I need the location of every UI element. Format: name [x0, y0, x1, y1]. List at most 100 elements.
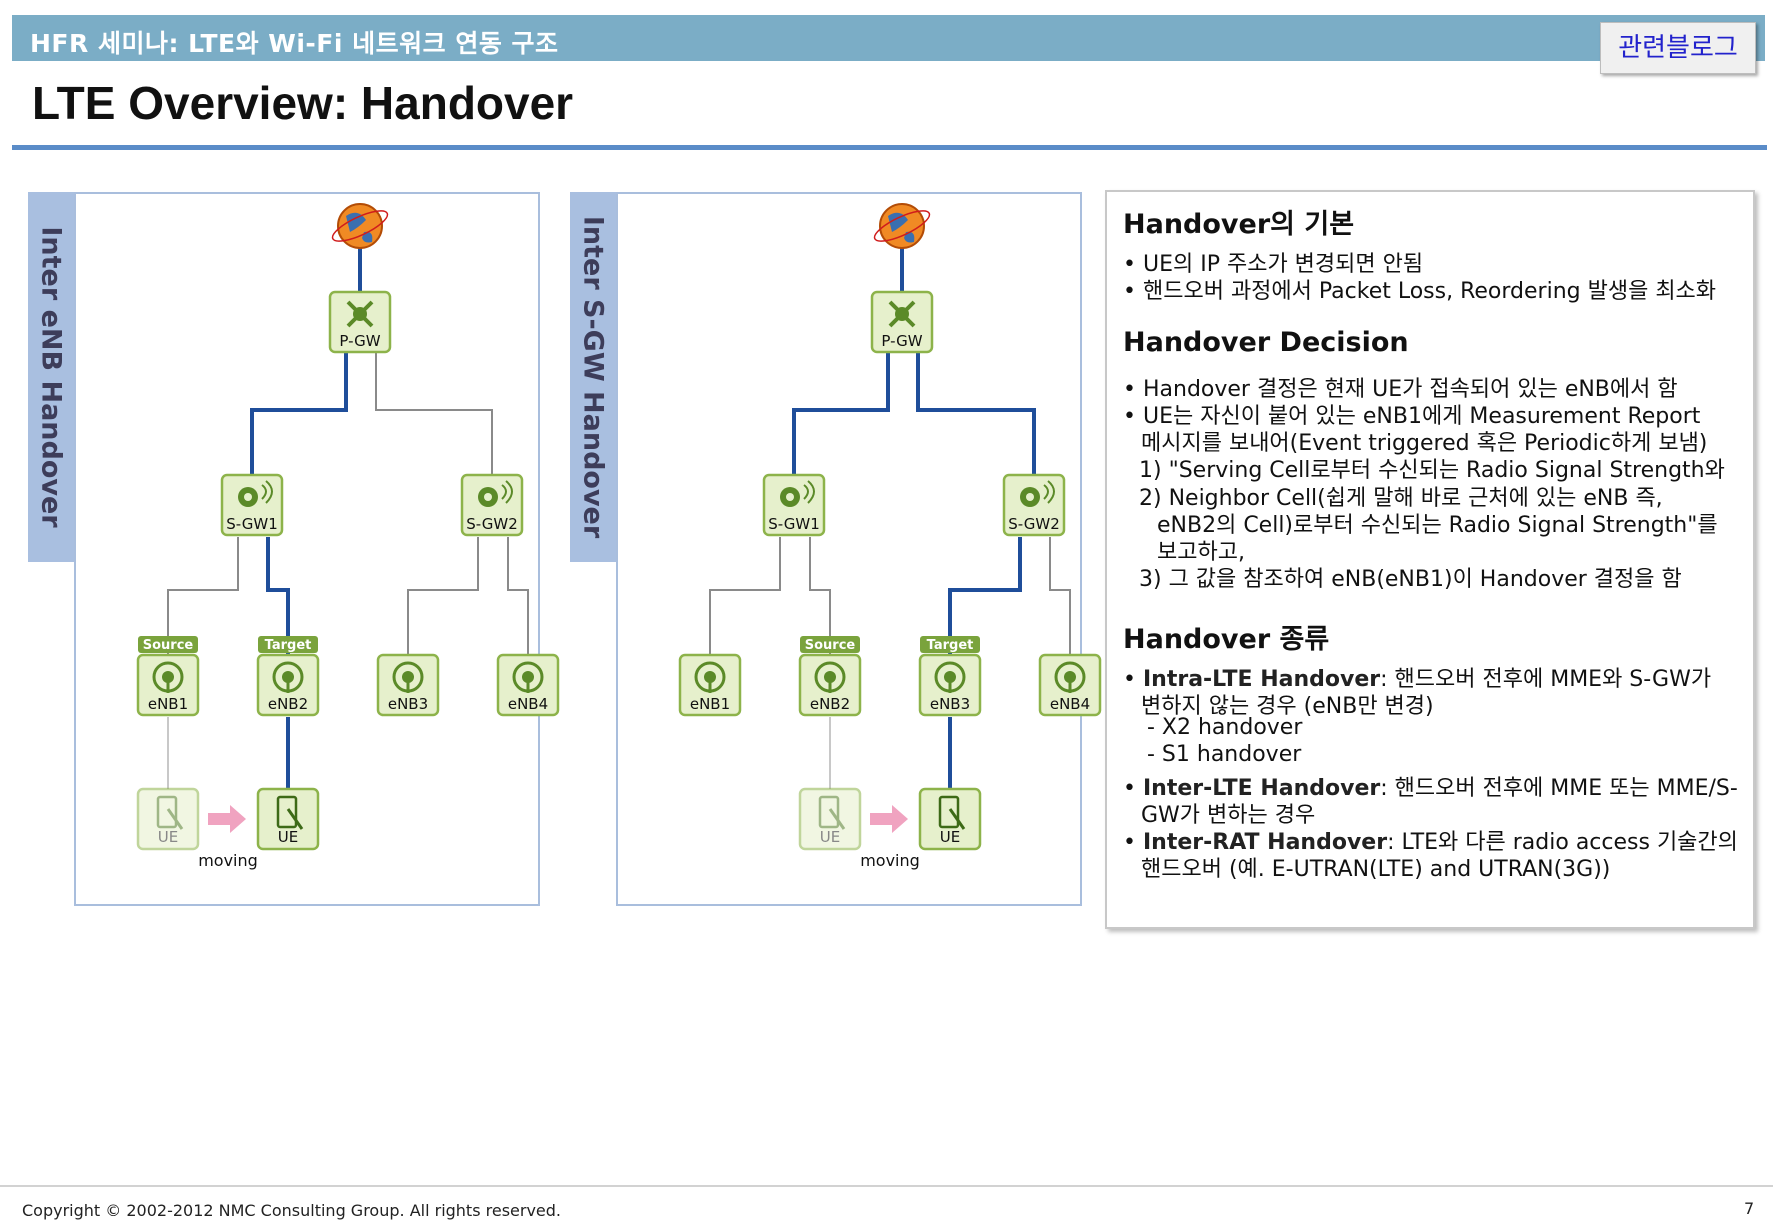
link-pgw-sgw2	[916, 352, 1036, 475]
basics-bullet-2: • 핸드오버 과정에서 Packet Loss, Reordering 발생을 …	[1123, 279, 1717, 304]
router-icon-core	[895, 307, 909, 321]
inter-enb-tab: Inter eNB Handover	[28, 192, 74, 562]
types-rat-cont: 핸드오버 (예. E-UTRAN(LTE) and UTRAN(3G))	[1141, 857, 1611, 882]
types-x2: - X2 handover	[1147, 715, 1303, 740]
ue-before-icon	[818, 795, 846, 830]
sgw-label-2: S-GW2	[1008, 515, 1059, 533]
types-s1: - S1 handover	[1147, 742, 1302, 767]
related-blog-button[interactable]: 관련블로그	[1600, 22, 1756, 74]
ue-after-label: UE	[278, 828, 298, 846]
enb-label-3: eNB3	[388, 695, 428, 713]
moving-label: moving	[198, 851, 258, 870]
decision-step-1: 1) "Serving Cell로부터 수신되는 Radio Signal St…	[1139, 458, 1725, 483]
enb-label-1: eNB1	[148, 695, 188, 713]
inter-sgw-diagram: P-GW S-GW1 S-GW2 eNB1 eNB2 eNB3 eNB4 Source Targ…	[678, 203, 1102, 870]
basics-heading: Handover의 기본	[1123, 209, 1355, 240]
pgw-label: P-GW	[339, 332, 380, 350]
ue-after-node	[256, 787, 320, 851]
link-sgw2-enb3	[948, 537, 1022, 655]
banner-title: HFR 세미나: LTE와 Wi-Fi 네트워크 연동 구조	[30, 29, 559, 58]
link-pgw-sgw1	[792, 352, 890, 475]
source-tag-bg	[800, 636, 860, 653]
types-inter-cont: GW가 변하는 경우	[1141, 803, 1316, 828]
types-intra-cont: 변하지 않는 경우 (eNB만 변경)	[1141, 694, 1434, 719]
ue-after-node-box	[256, 787, 320, 851]
phone-icon	[818, 795, 840, 829]
decision-step-2: 2) Neighbor Cell(쉽게 말해 바로 근처에 있는 eNB 즉,	[1139, 486, 1663, 511]
ue-after-icon	[276, 795, 304, 830]
link-sgw1-enb2	[266, 537, 290, 655]
decision-bullet-1: • Handover 결정은 현재 UE가 접속되어 있는 eNB에서 함	[1123, 377, 1678, 402]
signal-icon	[1043, 480, 1055, 504]
signal-icon	[261, 480, 273, 504]
globe-orbit	[873, 210, 931, 242]
target-tag-bg	[920, 636, 980, 653]
pgw-node-box	[870, 290, 934, 354]
link-sgw1-enb1	[709, 537, 781, 655]
link-sgw2-enb4	[1049, 537, 1071, 655]
ue-before-node-box	[798, 787, 862, 851]
types-heading: Handover 종류	[1123, 624, 1330, 655]
target-tag-bg	[258, 636, 318, 653]
signal-icon	[803, 480, 815, 504]
pgw-node	[870, 290, 934, 354]
inter-sgw-tab: Inter S-GW Handover	[570, 192, 616, 562]
ue-before-node	[136, 787, 200, 851]
ue-before-label: UE	[158, 828, 178, 846]
source-tag-bg	[138, 636, 198, 653]
source-tag: Source	[805, 638, 856, 653]
decision-step-3: 3) 그 값을 참조하여 eNB(eNB1)이 Handover 결정을 함	[1139, 567, 1682, 592]
inter-enb-panel	[74, 192, 540, 906]
enb-label-4: eNB4	[508, 695, 548, 713]
types-inter: • Inter-LTE Handover: 핸드오버 전후에 MME 또는 MM…	[1123, 776, 1738, 801]
gear-icon-hole	[484, 493, 492, 501]
footer-divider	[0, 1185, 1773, 1187]
stylus-icon	[286, 808, 304, 830]
basics-bullet-1: • UE의 IP 주소가 변경되면 안됨	[1123, 252, 1424, 277]
stylus-icon	[948, 808, 966, 830]
gear-icon-hole	[786, 493, 794, 501]
gear-icon-hole	[244, 493, 252, 501]
sgw-label-1: S-GW1	[226, 515, 277, 533]
decision-step-2-cont: eNB2의 Cell)로부터 수신되는 Radio Signal Strengt…	[1157, 513, 1718, 538]
enb-label-4: eNB4	[1050, 695, 1090, 713]
router-icon-core	[353, 307, 367, 321]
source-tag: Source	[143, 638, 194, 653]
ue-after-label: UE	[940, 828, 960, 846]
decision-step-2-end: 보고하고,	[1157, 540, 1245, 565]
target-tag: Target	[265, 638, 312, 653]
title-divider	[12, 145, 1767, 150]
ue-before-label: UE	[820, 828, 840, 846]
copyright-text: Copyright © 2002-2012 NMC Consulting Gro…	[22, 1201, 562, 1220]
decision-bullet-2-cont: 메시지를 보내어(Event triggered 혹은 Periodic하게 보…	[1141, 431, 1708, 456]
ue-after-icon	[938, 795, 966, 830]
page-title: LTE Overview: Handover	[32, 77, 574, 129]
ue-before-icon	[156, 795, 184, 830]
target-tag: Target	[927, 638, 974, 653]
enb-label-3: eNB3	[930, 695, 970, 713]
decision-bullet-2: • UE는 자신이 붙어 있는 eNB1에게 Measurement Repor…	[1123, 404, 1701, 429]
globe-continent	[888, 212, 908, 232]
link-sgw2-enb4	[507, 537, 529, 655]
sgw-label-1: S-GW1	[768, 515, 819, 533]
signal-icon	[501, 480, 513, 504]
enb-label-2: eNB2	[268, 695, 308, 713]
globe-orbit	[331, 210, 389, 242]
enb-label-2: eNB2	[810, 695, 850, 713]
enb-label-1: eNB1	[690, 695, 730, 713]
internet-globe-icon	[337, 203, 383, 249]
internet-globe-icon	[879, 203, 925, 249]
ue-before-node-box	[136, 787, 200, 851]
link-pgw-sgw2	[375, 352, 493, 475]
handover-info-box: Handover의 기본 • UE의 IP 주소가 변경되면 안됨 • 핸드오버…	[1105, 190, 1755, 929]
phone-icon	[938, 795, 960, 829]
moving-label: moving	[860, 851, 920, 870]
link-pgw-sgw1	[250, 352, 348, 475]
phone-icon	[156, 795, 178, 829]
page-number: 7	[1744, 1199, 1755, 1218]
top-banner: HFR 세미나: LTE와 Wi-Fi 네트워크 연동 구조	[12, 15, 1765, 61]
inter-enb-tab-label: Inter eNB Handover	[35, 226, 67, 528]
pgw-label: P-GW	[881, 332, 922, 350]
gear-icon-hole	[1026, 493, 1034, 501]
ue-after-node	[918, 787, 982, 851]
